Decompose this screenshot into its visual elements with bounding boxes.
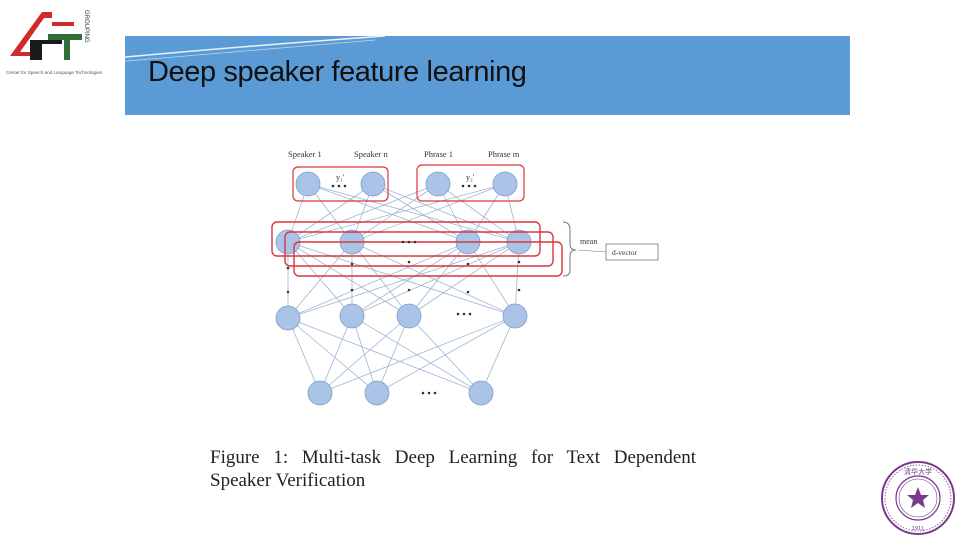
phrase-1-label: Phrase 1 xyxy=(424,149,453,159)
network-edge xyxy=(351,241,520,317)
caption-line-1: Figure 1: Multi-task Deep Learning for T… xyxy=(210,447,697,468)
network-edge xyxy=(287,241,516,317)
hidden-layer-box-3 xyxy=(293,241,563,277)
network-edge xyxy=(319,315,410,394)
network-edge xyxy=(408,315,482,394)
network-edge xyxy=(408,241,469,317)
network-edge xyxy=(287,317,482,394)
network-edge xyxy=(319,315,516,394)
network-node xyxy=(502,303,528,329)
speaker-n-label: Speaker n xyxy=(354,149,389,159)
figure-caption: Figure 1: Multi-task Deep Learning for T… xyxy=(210,446,750,492)
network-edge xyxy=(287,317,378,394)
title-bar xyxy=(125,36,850,115)
seal-center-text: 清华大学 xyxy=(904,467,932,476)
network-node xyxy=(275,305,301,331)
mean-label: mean xyxy=(580,237,597,246)
speaker-1-label: Speaker 1 xyxy=(288,149,322,159)
network-edge xyxy=(480,315,516,394)
dvector-label: d-vector xyxy=(612,248,637,257)
cslt-logo: GROUPING Center for Speech and Language … xyxy=(4,4,104,82)
network-edge xyxy=(287,241,353,319)
logo-side-text: GROUPING xyxy=(83,10,89,43)
university-seal: 清华大学 1911 xyxy=(880,460,956,536)
ellipsis-marks xyxy=(286,184,521,395)
network-node xyxy=(492,171,518,197)
phrase-m-label: Phrase m xyxy=(488,149,520,159)
logo-subtitle: Center for Speech and Language Technolog… xyxy=(6,70,103,75)
network-edge xyxy=(467,241,516,317)
university-seal-icon: 清华大学 1911 xyxy=(881,461,955,535)
hidden-layer-box-2 xyxy=(284,231,554,267)
network-edge xyxy=(408,241,520,317)
network-figure: mean d-vector Speaker 1 Speaker n Phrase… xyxy=(260,140,680,410)
network-edge xyxy=(351,241,469,317)
network-edge xyxy=(319,315,353,394)
network-node xyxy=(425,171,451,197)
network-edge xyxy=(351,241,516,317)
network-node xyxy=(307,380,333,406)
y1-label: y₁' xyxy=(336,173,345,182)
caption-line-2: Speaker Verification xyxy=(210,470,366,491)
network-node xyxy=(396,303,422,329)
seal-year: 1911 xyxy=(912,526,925,532)
network-node xyxy=(295,171,321,197)
network-node xyxy=(339,303,365,329)
network-node xyxy=(468,380,494,406)
title-bar-swoosh xyxy=(125,36,386,62)
slide-title: Deep speaker feature learning xyxy=(148,56,527,88)
network-edge xyxy=(287,317,321,394)
speaker-output-box xyxy=(292,166,389,202)
network-node xyxy=(360,171,386,197)
network-edge xyxy=(287,241,520,319)
network-node xyxy=(364,380,390,406)
y2-label: y₂' xyxy=(466,173,475,182)
cslt-logo-icon: GROUPING Center for Speech and Language … xyxy=(6,10,103,75)
phrase-output-box xyxy=(416,164,525,202)
network-edge xyxy=(287,241,410,317)
network-edge xyxy=(287,241,469,319)
mean-bracket xyxy=(562,221,577,277)
network-edge xyxy=(287,241,353,317)
network-edges xyxy=(287,183,520,394)
network-edge xyxy=(376,315,516,394)
hidden-layer-box-1 xyxy=(271,221,541,257)
network-edge xyxy=(376,315,410,394)
network-edge xyxy=(307,183,520,243)
